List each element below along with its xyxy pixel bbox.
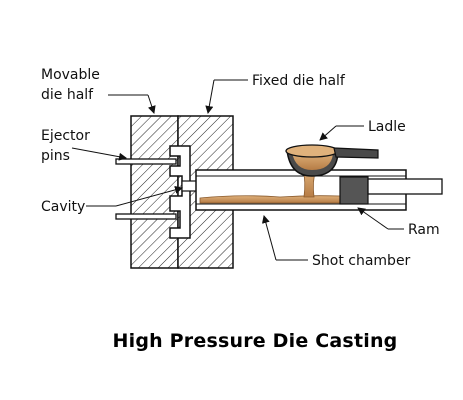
label-ram: Ram bbox=[408, 222, 440, 238]
leader-shot-chamber bbox=[261, 215, 308, 261]
leader-fixed-die bbox=[205, 79, 248, 114]
label-movable-die-line1: Movable bbox=[41, 67, 100, 83]
ejector-pin-lower bbox=[115, 213, 177, 220]
ram bbox=[339, 176, 443, 205]
leader-cavity bbox=[86, 185, 183, 207]
label-shot-chamber: Shot chamber bbox=[312, 253, 411, 269]
ejector-pin-upper bbox=[115, 158, 177, 165]
label-ladle: Ladle bbox=[368, 119, 406, 135]
leader-ram bbox=[357, 207, 404, 230]
movable-die-half bbox=[130, 115, 179, 269]
diagram-title: High Pressure Die Casting bbox=[113, 330, 398, 352]
label-cavity: Cavity bbox=[41, 199, 85, 215]
label-ejector-line1: Ejector bbox=[41, 128, 90, 144]
leader-ladle bbox=[319, 125, 364, 141]
leader-movable-die bbox=[108, 94, 156, 114]
label-fixed-die: Fixed die half bbox=[252, 73, 346, 89]
label-ejector-line2: pins bbox=[41, 148, 70, 164]
ladle bbox=[285, 144, 379, 177]
leader-ejector-pins bbox=[71, 147, 127, 161]
label-movable-die-line2: die half bbox=[41, 87, 94, 103]
